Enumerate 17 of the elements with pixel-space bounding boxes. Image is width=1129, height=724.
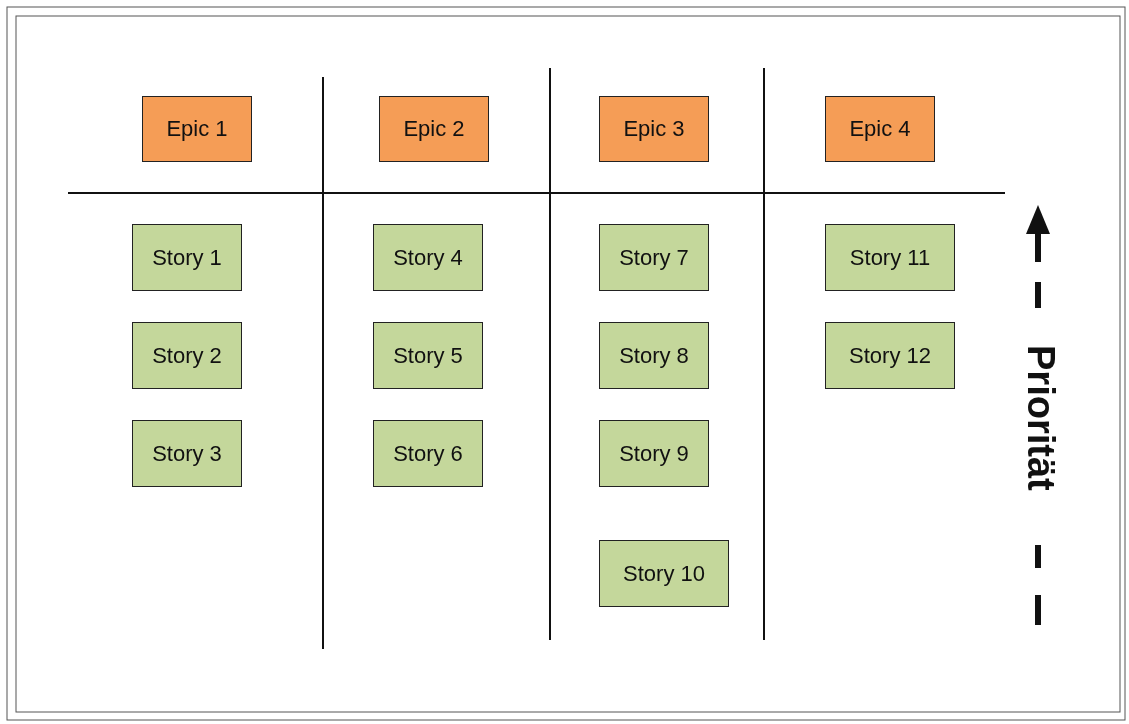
story-card: Story 6 xyxy=(373,420,483,487)
story-card: Story 4 xyxy=(373,224,483,291)
epic-card: Epic 3 xyxy=(599,96,709,162)
story-card: Story 11 xyxy=(825,224,955,291)
epic-card: Epic 2 xyxy=(379,96,489,162)
axis-label: Priorität xyxy=(1019,345,1062,491)
story-card: Story 12 xyxy=(825,322,955,389)
story-card: Story 8 xyxy=(599,322,709,389)
story-card: Story 5 xyxy=(373,322,483,389)
story-card: Story 1 xyxy=(132,224,242,291)
story-card: Story 2 xyxy=(132,322,242,389)
story-card: Story 7 xyxy=(599,224,709,291)
epic-card: Epic 4 xyxy=(825,96,935,162)
epic-card: Epic 1 xyxy=(142,96,252,162)
story-card: Story 10 xyxy=(599,540,729,607)
story-card: Story 9 xyxy=(599,420,709,487)
story-card: Story 3 xyxy=(132,420,242,487)
